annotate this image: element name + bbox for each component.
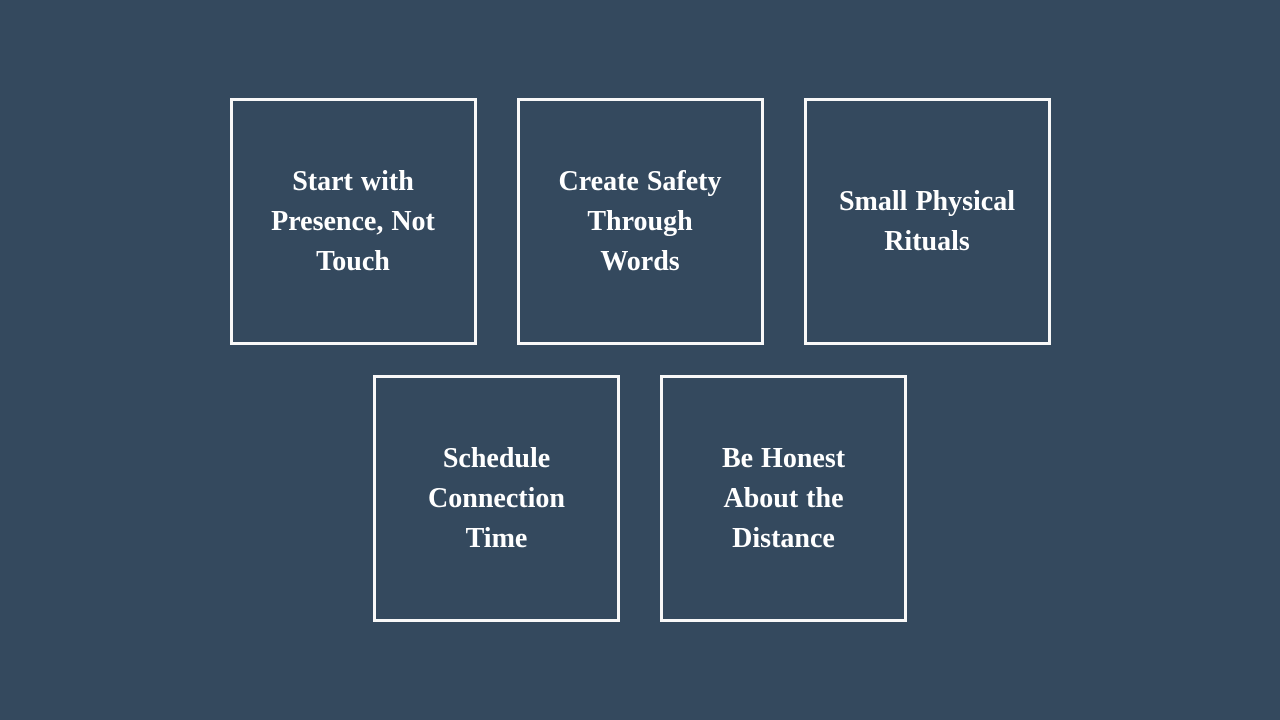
card-create-safety-through-words[interactable]: Create Safety Through Words [516, 98, 764, 345]
card-grid: Start with Presence, Not Touch Create Sa… [229, 98, 1051, 622]
card-small-physical-rituals[interactable]: Small Physical Rituals [803, 98, 1051, 345]
card-start-with-presence-not-touch[interactable]: Start with Presence, Not Touch [229, 98, 477, 345]
card-label: Small Physical Rituals [838, 185, 1015, 257]
card-label: Schedule Connection Time [428, 442, 565, 554]
card-label: Create Safety Through Words [558, 165, 722, 277]
card-be-honest-about-the-distance[interactable]: Be Honest About the Distance [660, 375, 907, 622]
card-label: Be Honest About the Distance [721, 442, 846, 554]
card-label: Start with Presence, Not Touch [271, 165, 435, 277]
card-row-2: Schedule Connection Time Be Honest About… [373, 375, 907, 622]
card-schedule-connection-time[interactable]: Schedule Connection Time [373, 375, 620, 622]
card-row-1: Start with Presence, Not Touch Create Sa… [229, 98, 1051, 345]
